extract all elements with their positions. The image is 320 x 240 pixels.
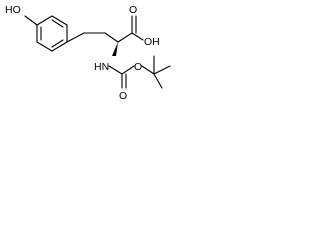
bond	[108, 65, 123, 75]
bond	[121, 65, 135, 75]
acid-carbonyl-o-label: O	[129, 4, 137, 16]
bond	[117, 32, 133, 43]
carbamate-carbonyl-o-label: O	[119, 90, 127, 102]
bond	[51, 19, 64, 28]
carboxyl-oh-label: OH	[144, 36, 160, 48]
bond	[36, 41, 53, 52]
chemical-structure: HO OH O HN O O	[5, 4, 171, 102]
atom-labels: HO OH O HN O O	[5, 4, 160, 102]
bond	[51, 41, 68, 52]
bonds	[24, 15, 171, 89]
bond	[153, 65, 171, 75]
bond	[66, 32, 85, 43]
bond	[24, 15, 38, 26]
hydroxyl-label: HO	[5, 4, 21, 16]
amine-label: HN	[94, 61, 109, 73]
stereo-wedge	[112, 42, 118, 56]
bond	[51, 39, 64, 48]
bond	[104, 32, 119, 43]
bond	[131, 32, 144, 41]
bond	[51, 15, 68, 26]
carbamate-o-label: O	[134, 61, 142, 73]
bond	[36, 15, 53, 26]
bond	[141, 65, 155, 75]
bond	[153, 73, 163, 89]
